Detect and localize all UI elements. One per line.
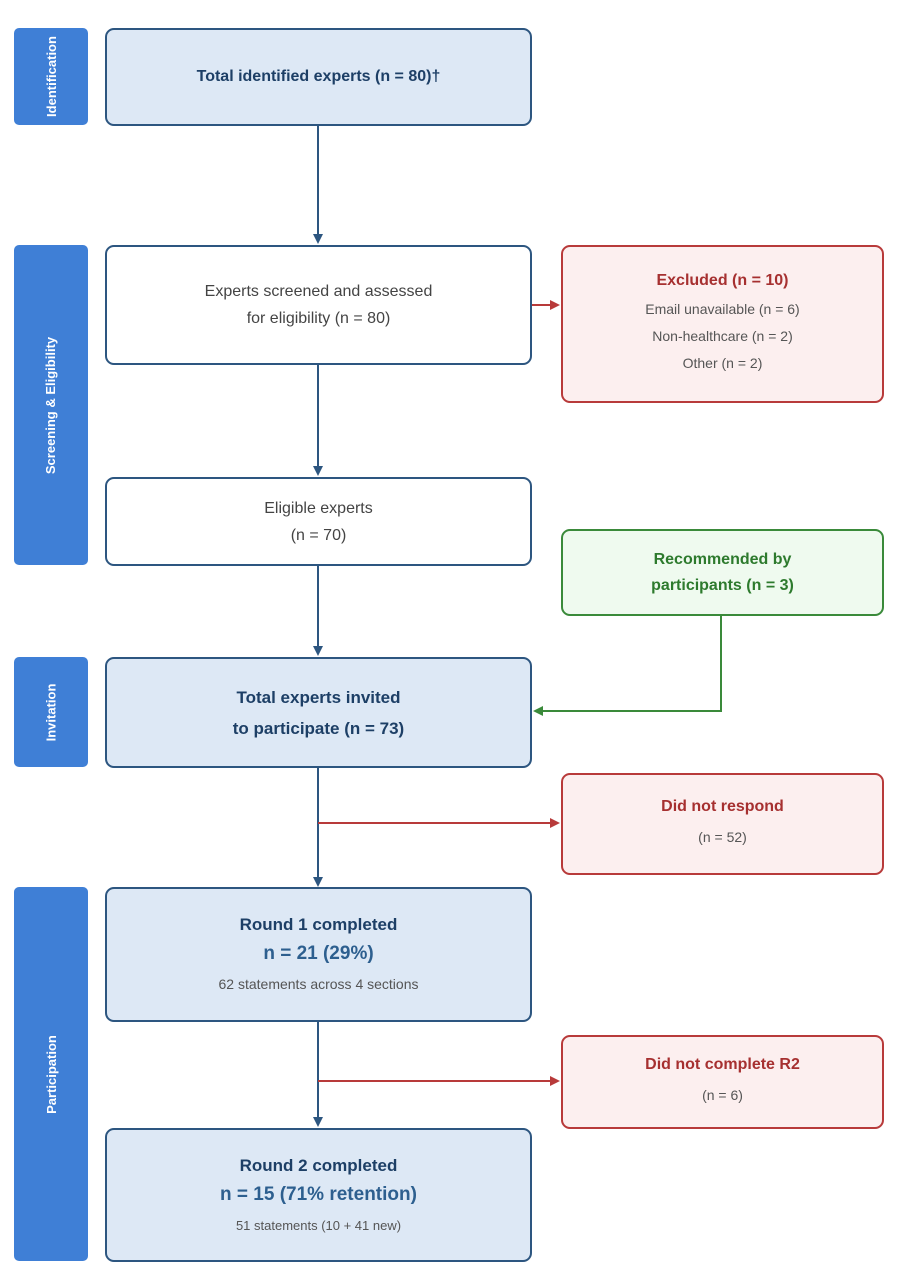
excluded-box: Excluded (n = 10) Email unavailable (n =… [561, 245, 884, 403]
round1-count: n = 21 (29%) [263, 943, 374, 964]
identified-text: Total identified experts (n = 80)† [196, 68, 441, 85]
invited-line2: to participate (n = 73) [232, 718, 405, 738]
stage-participation: Participation [14, 887, 88, 1261]
stage-invitation: Invitation [14, 657, 88, 767]
screened-box: Experts screened and assessed for eligib… [105, 245, 532, 365]
excluded-title: Excluded (n = 10) [656, 271, 789, 289]
round2-detail: 51 statements (10 + 41 new) [235, 1217, 402, 1233]
excluded-item-other: Other (n = 2) [682, 354, 763, 371]
eligible-line1: Eligible experts [264, 499, 373, 517]
not-complete-r2-count: (n = 6) [702, 1086, 743, 1103]
recommended-line1: Recommended by [653, 550, 792, 568]
screened-line2: for eligibility (n = 80) [246, 310, 391, 327]
invited-box: Total experts invited to participate (n … [105, 657, 532, 768]
invited-line1: Total experts invited [236, 687, 401, 707]
no-response-count: (n = 52) [698, 828, 747, 845]
round1-title: Round 1 completed [239, 915, 398, 934]
round2-title: Round 2 completed [239, 1155, 398, 1175]
excluded-item-non-healthcare: Non-healthcare (n = 2) [652, 327, 793, 344]
stage-identification: Identification [14, 28, 88, 125]
round1-detail: 62 statements across 4 sections [218, 976, 419, 992]
recommended-line2: participants (n = 3) [651, 576, 794, 594]
round1-box: Round 1 completed n = 21 (29%) 62 statem… [105, 887, 532, 1022]
arrow-recommended-to-invited [533, 616, 722, 716]
recommended-box: Recommended by participants (n = 3) [561, 529, 884, 616]
screened-line1: Experts screened and assessed [204, 283, 433, 300]
not-complete-r2-box: Did not complete R2 (n = 6) [561, 1035, 884, 1129]
stage-screening: Screening & Eligibility [14, 245, 88, 565]
no-response-box: Did not respond (n = 52) [561, 773, 884, 875]
identified-box: Total identified experts (n = 80)† [105, 28, 532, 126]
no-response-title: Did not respond [661, 797, 784, 815]
round2-box: Round 2 completed n = 15 (71% retention)… [105, 1128, 532, 1262]
excluded-item-email: Email unavailable (n = 6) [645, 300, 800, 317]
round2-count: n = 15 (71% retention) [220, 1183, 417, 1205]
not-complete-r2-title: Did not complete R2 [645, 1055, 800, 1073]
eligible-line2: (n = 70) [290, 526, 347, 544]
eligible-box: Eligible experts (n = 70) [105, 477, 532, 566]
